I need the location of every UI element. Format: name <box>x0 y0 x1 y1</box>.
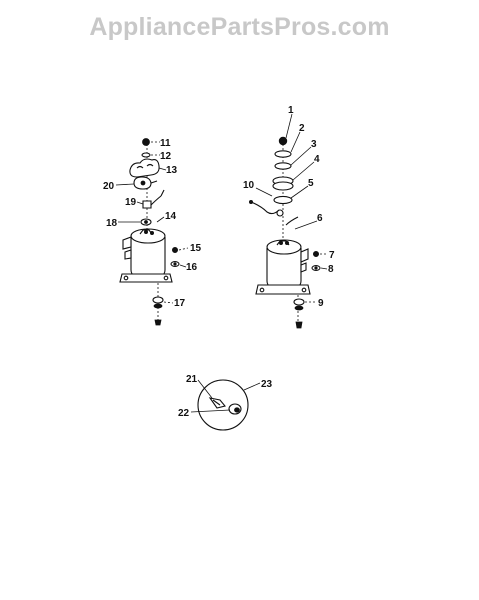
callout-13: 13 <box>166 165 178 176</box>
callout-2: 2 <box>299 123 305 134</box>
callout-6: 6 <box>317 213 323 224</box>
callout-16: 16 <box>186 262 198 273</box>
part-18-grommet <box>140 218 152 226</box>
part-5-clip <box>273 195 293 217</box>
callout-labels: 1 2 3 4 5 6 7 8 9 10 11 12 13 14 15 16 1… <box>103 105 335 419</box>
callout-5: 5 <box>308 178 314 189</box>
part-12-washer <box>141 152 151 158</box>
right-compressor-assembly <box>248 136 321 329</box>
part-15-screw <box>171 246 178 253</box>
callout-19: 19 <box>125 197 137 208</box>
callout-11: 11 <box>160 138 171 149</box>
callout-23: 23 <box>261 379 273 390</box>
part-8-washer <box>311 265 321 271</box>
part-16-washer <box>170 261 180 267</box>
watermark-text: AppliancePartsPros.com <box>89 13 390 41</box>
callout-9: 9 <box>318 298 324 309</box>
callout-21: 21 <box>186 374 198 385</box>
part-9-mount <box>293 298 305 329</box>
part-22-plug <box>228 403 242 415</box>
part-1-nut <box>278 136 288 146</box>
callout-7: 7 <box>329 250 335 261</box>
part-4-spacer <box>272 176 294 191</box>
callout-18: 18 <box>106 218 118 229</box>
part-13-terminal-cover <box>129 158 160 178</box>
callout-10: 10 <box>243 180 255 191</box>
left-compressor-assembly <box>119 138 180 326</box>
callout-20: 20 <box>103 181 115 192</box>
callout-22: 22 <box>178 408 190 419</box>
part-6-compressor <box>255 216 311 295</box>
callout-8: 8 <box>328 264 334 275</box>
part-2-washer <box>274 150 292 158</box>
part-3-washer <box>274 162 292 170</box>
callout-12: 12 <box>160 151 172 162</box>
leader-lines <box>115 113 328 413</box>
part-20-bracket <box>133 176 158 190</box>
callout-4: 4 <box>314 154 320 165</box>
callout-3: 3 <box>311 139 317 150</box>
part-14-compressor <box>119 228 173 283</box>
detail-circle <box>197 379 249 431</box>
callout-17: 17 <box>174 298 186 309</box>
part-21-fitting <box>208 397 226 409</box>
part-19-wire <box>142 189 165 209</box>
callout-1: 1 <box>288 105 294 116</box>
part-17-mount <box>152 296 164 326</box>
part-11-nut <box>142 138 150 146</box>
part-10-wire <box>248 199 280 215</box>
callout-15: 15 <box>190 243 202 254</box>
part-7-screw <box>312 250 319 257</box>
callout-14: 14 <box>165 211 177 222</box>
